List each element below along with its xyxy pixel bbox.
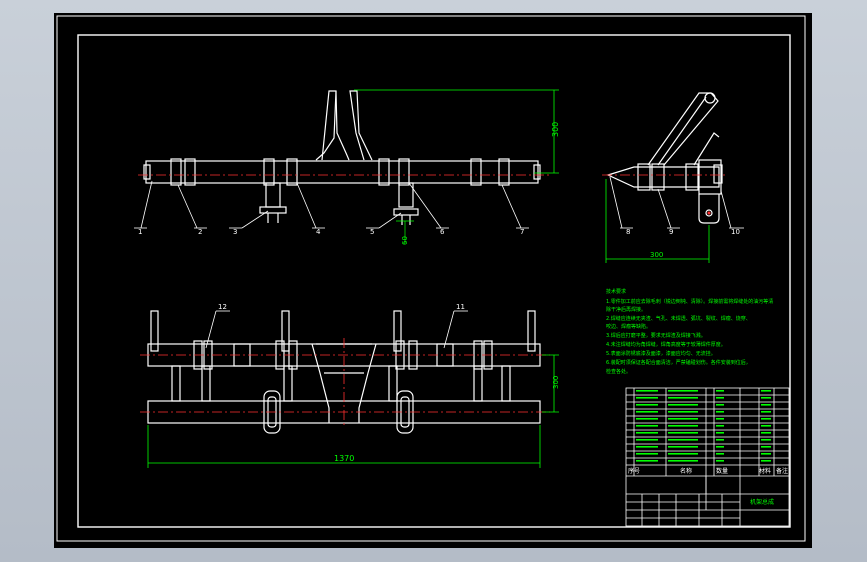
tech-note-line-2: 除干净后再焊接。 [606, 306, 646, 313]
front-height-label: 300 [551, 122, 560, 137]
front-view [143, 90, 541, 225]
bom-header: 序号 名称 数量 材料 备注 [628, 467, 788, 475]
bom-cell-mark [761, 432, 771, 434]
part-number-6: 6 [440, 228, 445, 236]
tech-note-line-6: 4.未注焊缝均为角焊缝，焊角高度等于较薄焊件厚度。 [606, 341, 726, 348]
bom-cell-mark [668, 453, 698, 455]
part-number-10: 10 [731, 228, 740, 236]
bom-cell-mark [668, 404, 698, 406]
bom-cell-mark [716, 397, 724, 399]
bom-cell-mark [716, 446, 724, 448]
bom-cell-mark [636, 418, 658, 420]
bom-cell-mark [668, 425, 698, 427]
tech-note-line-5: 3.焊后应打磨平整，要求无焊渣及焊接飞溅。 [606, 332, 706, 339]
cad-viewport[interactable]: 300 1 2 3 4 5 6 7 60 [54, 13, 812, 548]
bom-cell-mark [761, 411, 771, 413]
part-number-5: 5 [370, 228, 374, 236]
bom-cell-mark [761, 425, 771, 427]
bom-cell-mark [761, 446, 771, 448]
bom-cell-mark [761, 397, 771, 399]
bom-header-note: 备注 [776, 467, 788, 475]
bom-header-index: 序号 [628, 467, 640, 475]
cad-drawing: 300 1 2 3 4 5 6 7 60 [56, 15, 806, 542]
part-number-4: 4 [316, 228, 321, 236]
bom-cell-mark [636, 439, 658, 441]
side-width-label: 300 [650, 251, 663, 259]
tech-note-line-8: 6.装配时须保证各配合面清洁，严禁磕碰划伤。各件安装到位后， [606, 359, 751, 366]
bom-cell-mark [636, 446, 658, 448]
bom-cell-mark [636, 432, 658, 434]
bom-cell-mark [716, 432, 724, 434]
part-number-9: 9 [669, 228, 673, 236]
bom-cell-mark [716, 418, 724, 420]
bom-cell-mark [636, 425, 658, 427]
tech-note-line-7: 5.表面涂防锈底漆及面漆，漆面应均匀、无流挂。 [606, 350, 716, 357]
front-part-numbers: 1 2 3 4 5 6 7 [138, 228, 524, 236]
tech-note-line-4: 咬边、焊瘤等缺陷。 [606, 323, 651, 330]
bom-cell-mark [761, 390, 771, 392]
bom-cell-mark [716, 439, 724, 441]
plan-part-numbers: 11 12 [218, 303, 465, 311]
part-number-2: 2 [198, 228, 202, 236]
outer-sheet-border [56, 15, 806, 542]
bom-cell-mark [716, 425, 724, 427]
bom-cell-mark [668, 446, 698, 448]
bom-cell-mark [761, 460, 771, 462]
bom-cell-mark [668, 411, 698, 413]
part-number-8: 8 [626, 228, 630, 236]
side-width-dimension [605, 179, 710, 263]
overall-length-dimension [147, 425, 541, 468]
bom-header-name: 名称 [680, 467, 692, 475]
bom-cell-mark [636, 397, 658, 399]
plan-depth-label: 300 [552, 376, 560, 389]
bom-cell-mark [668, 439, 698, 441]
bom-cell-mark [668, 390, 698, 392]
tech-note-line-1: 1.零件加工前应去除毛刺（锐边倒钝、清除）。焊接前需将焊缝处的油污等清 [606, 298, 773, 305]
bom-cell-mark [668, 460, 698, 462]
part-number-12: 12 [218, 303, 227, 311]
plan-depth-dimension [542, 354, 559, 413]
bom-cell-mark [636, 390, 658, 392]
inner-drawing-frame [77, 34, 791, 528]
bom-cell-mark [668, 432, 698, 434]
bom-cell-mark [761, 404, 771, 406]
tech-notes: 技术要求 1.零件加工前应去除毛刺（锐边倒钝、清除）。焊接前需将焊缝处的油污等清… [606, 288, 773, 375]
pivot-center-mark [707, 211, 711, 215]
bom-cell-mark [761, 439, 771, 441]
bom-cell-mark [668, 397, 698, 399]
clamp-dimension [396, 220, 414, 243]
bom-cell-mark [716, 404, 724, 406]
tech-notes-title: 技术要求 [606, 288, 626, 295]
bom-cell-mark [761, 453, 771, 455]
tech-note-line-3: 2.焊缝应连续无夹渣、气孔、未焊透、弧坑、裂纹、焊瘤、烧穿、 [606, 315, 751, 322]
side-part-numbers: 8 9 10 [626, 228, 740, 236]
title-block [625, 387, 790, 527]
side-leaders [609, 176, 744, 229]
part-number-3: 3 [233, 228, 237, 236]
drawing-title: 机架总成 [750, 498, 774, 506]
bom-header-material: 材料 [759, 467, 771, 475]
overall-length-label: 1370 [334, 454, 354, 463]
plan-leaders [205, 310, 468, 349]
front-leaders [134, 180, 529, 229]
bom-cell-mark [716, 460, 724, 462]
bom-cell-mark [761, 418, 771, 420]
tech-note-line-9: 检查各处。 [606, 368, 631, 375]
side-view [606, 92, 723, 224]
bom-cell-mark [636, 453, 658, 455]
bom-cell-mark [636, 411, 658, 413]
bom-cell-mark [668, 418, 698, 420]
part-number-1: 1 [138, 228, 142, 236]
bom-header-qty: 数量 [716, 467, 728, 475]
bom-cell-mark [636, 460, 658, 462]
part-number-11: 11 [456, 303, 465, 311]
bom-cell-mark [636, 404, 658, 406]
clamp-height-label: 60 [401, 236, 409, 245]
bom-cell-mark [716, 390, 724, 392]
bom-cell-mark [716, 411, 724, 413]
front-height-dimension [354, 89, 559, 174]
bom-cell-text [636, 390, 771, 462]
part-number-7: 7 [520, 228, 524, 236]
bom-cell-mark [716, 453, 724, 455]
